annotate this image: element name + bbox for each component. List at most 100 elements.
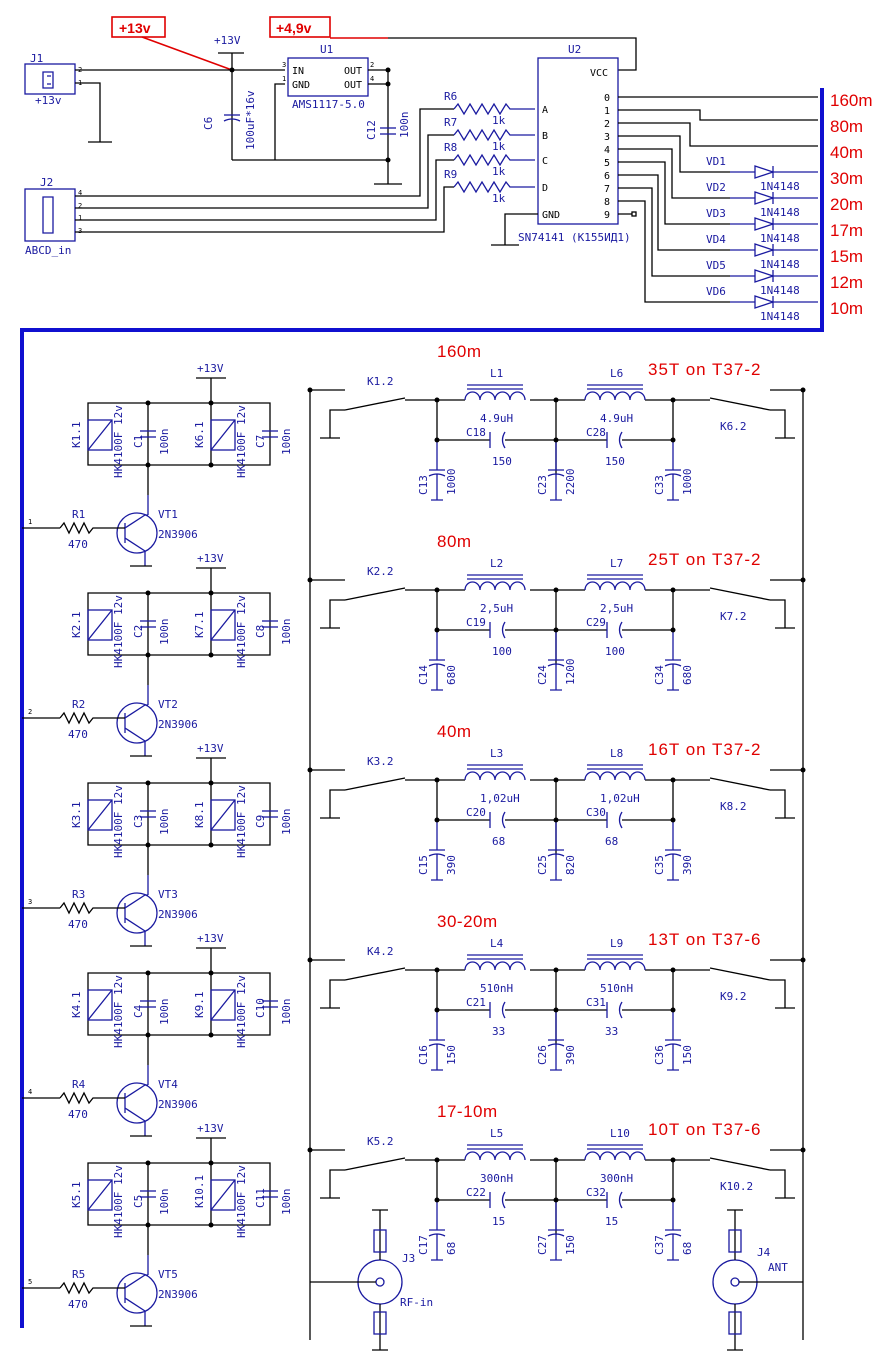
svg-text:R3: R3: [72, 888, 85, 901]
svg-text:C32: C32: [586, 1186, 606, 1199]
svg-text:K10.2: K10.2: [720, 1180, 753, 1193]
svg-text:C11: C11: [254, 1188, 267, 1208]
svg-text:1N4148: 1N4148: [760, 232, 800, 245]
connector-j1: J1 +13v 2 1: [24, 52, 82, 107]
connector-j2: J2 ABCD_in 4 2 1 3: [24, 176, 82, 257]
svg-text:SN74141 (К155ИД1): SN74141 (К155ИД1): [518, 231, 631, 244]
svg-text:2N3906: 2N3906: [158, 528, 198, 541]
svg-text:68: 68: [605, 835, 618, 848]
svg-text:9: 9: [604, 210, 610, 221]
svg-text:A: A: [542, 105, 548, 116]
band-labels: 160m 80m 40m 30m 20m 17m 15m 12m 10m: [830, 91, 873, 318]
svg-text:VD6: VD6: [706, 285, 726, 298]
svg-text:1N4148: 1N4148: [760, 284, 800, 297]
svg-text:12v: 12v: [235, 1165, 248, 1185]
svg-text:K3.2: K3.2: [367, 755, 394, 768]
svg-text:4: 4: [78, 189, 82, 197]
svg-text:160m: 160m: [437, 342, 482, 361]
svg-text:12v: 12v: [112, 1165, 125, 1185]
svg-text:K2.2: K2.2: [367, 565, 394, 578]
svg-text:C6: C6: [202, 117, 215, 130]
svg-text:1N4148: 1N4148: [760, 206, 800, 219]
svg-text:12v: 12v: [235, 405, 248, 425]
svg-text:J2: J2: [40, 176, 53, 189]
svg-text:80m: 80m: [437, 532, 472, 551]
connector-j3: J3 RF-in: [310, 1209, 433, 1351]
svg-text:L2: L2: [490, 557, 503, 570]
svg-text:J4: J4: [757, 1246, 771, 1259]
svg-text:K2.1: K2.1: [70, 612, 83, 639]
svg-text:HK4100F: HK4100F: [235, 622, 248, 668]
svg-text:2: 2: [78, 202, 82, 210]
svg-text:OUT: OUT: [344, 80, 362, 91]
svg-text:4: 4: [370, 75, 374, 83]
svg-text:100n: 100n: [280, 809, 293, 836]
svg-text:K5.2: K5.2: [367, 1135, 394, 1148]
svg-text:C18: C18: [466, 426, 486, 439]
svg-text:1k: 1k: [492, 140, 506, 153]
svg-text:100n: 100n: [158, 999, 171, 1026]
svg-text:ANT: ANT: [768, 1261, 788, 1274]
svg-text:12v: 12v: [112, 405, 125, 425]
svg-text:3: 3: [78, 227, 82, 235]
svg-text:3: 3: [28, 898, 32, 906]
svg-text:C33: C33: [653, 475, 666, 495]
svg-text:2,5uH: 2,5uH: [600, 602, 633, 615]
svg-text:0: 0: [604, 93, 610, 104]
svg-text:C2: C2: [132, 625, 145, 638]
svg-text:470: 470: [68, 728, 88, 741]
svg-text:16T on T37-2: 16T on T37-2: [648, 740, 761, 759]
svg-text:J1: J1: [30, 52, 43, 65]
svg-text:100n: 100n: [158, 1189, 171, 1216]
svg-text:470: 470: [68, 538, 88, 551]
capacitor-c12: C12 100n: [365, 112, 411, 141]
svg-text:HK4100F: HK4100F: [112, 1002, 125, 1048]
svg-text:C13: C13: [417, 475, 430, 495]
svg-text:2N3906: 2N3906: [158, 908, 198, 921]
svg-text:L8: L8: [610, 747, 623, 760]
svg-text:VT3: VT3: [158, 888, 178, 901]
svg-text:+13V: +13V: [197, 932, 224, 945]
svg-text:7: 7: [604, 184, 610, 195]
input-resistors: R6 1k R7 1k R8 1k R9 1k: [444, 90, 535, 205]
svg-text:100n: 100n: [158, 619, 171, 646]
svg-text:C15: C15: [417, 855, 430, 875]
svg-text:2,5uH: 2,5uH: [480, 602, 513, 615]
svg-text:HK4100F: HK4100F: [112, 622, 125, 668]
svg-text:1N4148: 1N4148: [760, 310, 800, 323]
svg-text:L10: L10: [610, 1127, 630, 1140]
svg-text:2: 2: [604, 119, 610, 130]
svg-text:100n: 100n: [398, 112, 411, 139]
svg-text:HK4100F: HK4100F: [112, 812, 125, 858]
svg-text:1: 1: [78, 214, 82, 222]
svg-text:150: 150: [445, 1045, 458, 1065]
svg-text:R1: R1: [72, 508, 85, 521]
svg-text:390: 390: [445, 855, 458, 875]
svg-text:30m: 30m: [830, 169, 863, 188]
svg-text:1k: 1k: [492, 192, 506, 205]
svg-text:VD1: VD1: [706, 155, 726, 168]
svg-text:HK4100F: HK4100F: [235, 812, 248, 858]
svg-text:K6.2: K6.2: [720, 420, 747, 433]
connector-j4: J4 ANT: [712, 1209, 803, 1351]
svg-text:C9: C9: [254, 815, 267, 828]
svg-text:+4,9v: +4,9v: [276, 20, 312, 36]
svg-text:L5: L5: [490, 1127, 503, 1140]
svg-text:15: 15: [605, 1215, 618, 1228]
svg-text:B: B: [542, 131, 548, 142]
svg-text:GND: GND: [542, 210, 560, 221]
svg-text:HK4100F: HK4100F: [235, 1002, 248, 1048]
svg-text:VT1: VT1: [158, 508, 178, 521]
svg-text:80m: 80m: [830, 117, 863, 136]
svg-text:C35: C35: [653, 855, 666, 875]
svg-text:100n: 100n: [280, 429, 293, 456]
svg-text:C25: C25: [536, 855, 549, 875]
svg-text:K1.1: K1.1: [70, 422, 83, 449]
svg-text:C1: C1: [132, 435, 145, 448]
svg-text:100: 100: [605, 645, 625, 658]
svg-text:C3: C3: [132, 815, 145, 828]
svg-text:300nH: 300nH: [600, 1172, 633, 1185]
svg-text:C26: C26: [536, 1045, 549, 1065]
